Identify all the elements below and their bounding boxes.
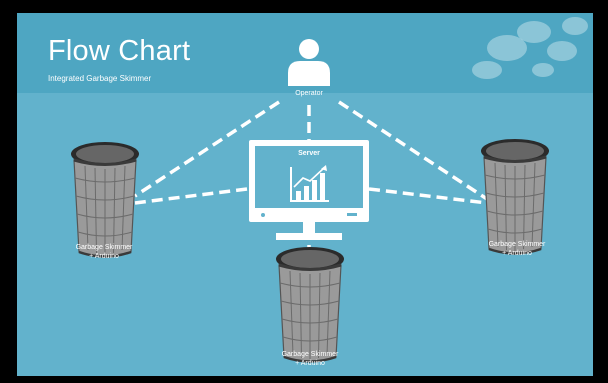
trash-bin-icon <box>69 140 141 258</box>
bin-left-label-line1: Garbage Skimmer <box>75 244 133 251</box>
flow-diagram <box>69 39 551 363</box>
bin-right-label-line1: Garbage Skimmer <box>488 241 546 248</box>
page-title: Flow Chart <box>48 35 191 67</box>
bin-right-label: Garbage Skimmer + Arduino <box>457 240 577 258</box>
server-chart-glyph <box>290 165 329 202</box>
monitor-chart-icon <box>249 140 369 240</box>
connector-server-bin-right <box>368 187 488 205</box>
connector-server-bin-left <box>134 187 248 205</box>
bin-right-label-line2: + Arduino <box>502 250 532 257</box>
trash-bin-icon <box>479 137 551 255</box>
bin-bottom-label: Garbage Skimmer + Arduino <box>250 350 370 368</box>
page-subtitle: Integrated Garbage Skimmer <box>48 74 152 83</box>
slide: Flow Chart Integrated Garbage Skimmer <box>17 13 593 376</box>
connector-operator-bin-left <box>134 100 280 198</box>
connector-operator-bin-right <box>338 100 488 201</box>
server-label: Server <box>298 150 320 157</box>
person-icon <box>288 39 330 86</box>
operator-label: Operator <box>295 90 323 97</box>
trash-bin-icon <box>274 245 346 363</box>
bin-left-label-line2: + Arduino <box>89 253 119 260</box>
bin-left-label: Garbage Skimmer + Arduino <box>44 243 164 261</box>
bin-bottom-label-line1: Garbage Skimmer <box>281 351 339 358</box>
bin-bottom-label-line2: + Arduino <box>295 360 325 367</box>
